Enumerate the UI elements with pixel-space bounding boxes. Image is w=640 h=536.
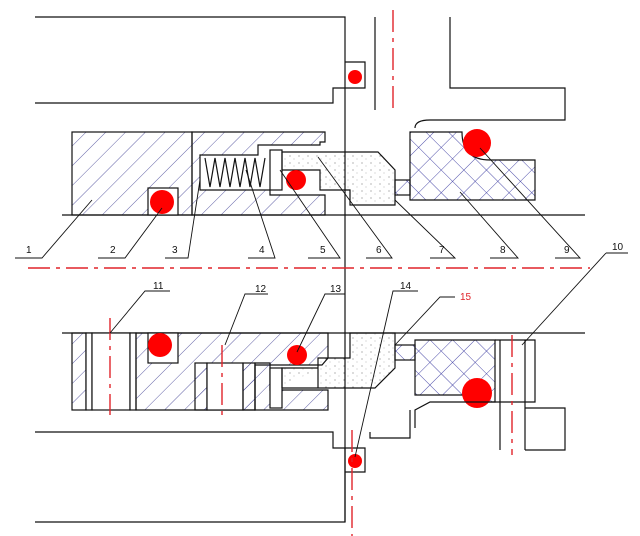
- o-ring-9: [463, 129, 491, 157]
- label-10: 10: [612, 242, 624, 253]
- label-2: 2: [110, 245, 116, 256]
- label-9: 9: [564, 245, 570, 256]
- spring-4: [204, 157, 266, 188]
- o-ring-2: [150, 190, 174, 214]
- stationary-ring-lower: [281, 332, 396, 389]
- o-ring-lower-sleeve: [148, 333, 172, 357]
- part-11-drive-collar: [71, 332, 329, 411]
- label-3: 3: [172, 245, 178, 256]
- part-3-spring-seat: [191, 131, 326, 216]
- push-ring-lower: [269, 367, 283, 409]
- o-ring-housing-upper: [348, 70, 362, 84]
- leaders-upper: [15, 147, 628, 346]
- label-11: 11: [153, 281, 164, 292]
- lower-flange: [369, 339, 566, 451]
- seal-face-lower: [394, 344, 416, 361]
- label-14: 14: [400, 281, 412, 292]
- label-4: 4: [259, 245, 265, 256]
- label-1: 1: [26, 245, 32, 256]
- label-8: 8: [500, 245, 506, 256]
- o-ring-lower-rotating: [462, 378, 492, 408]
- label-13: 13: [330, 284, 342, 295]
- o-ring-upper-stationary: [286, 170, 306, 190]
- label-5: 5: [320, 245, 326, 256]
- label-15: 15: [460, 292, 472, 303]
- part-7-stationary-ring: [281, 151, 396, 206]
- o-ring-13: [287, 345, 307, 365]
- leaders-lower: [109, 290, 455, 458]
- label-12: 12: [255, 284, 267, 295]
- part-8-rotating-ring: [409, 131, 536, 201]
- label-7: 7: [439, 245, 445, 256]
- upper-housing: [35, 16, 566, 522]
- seal-face-upper: [394, 179, 411, 196]
- lower-housing: [35, 431, 366, 523]
- o-ring-14: [348, 454, 362, 468]
- label-6: 6: [376, 245, 382, 256]
